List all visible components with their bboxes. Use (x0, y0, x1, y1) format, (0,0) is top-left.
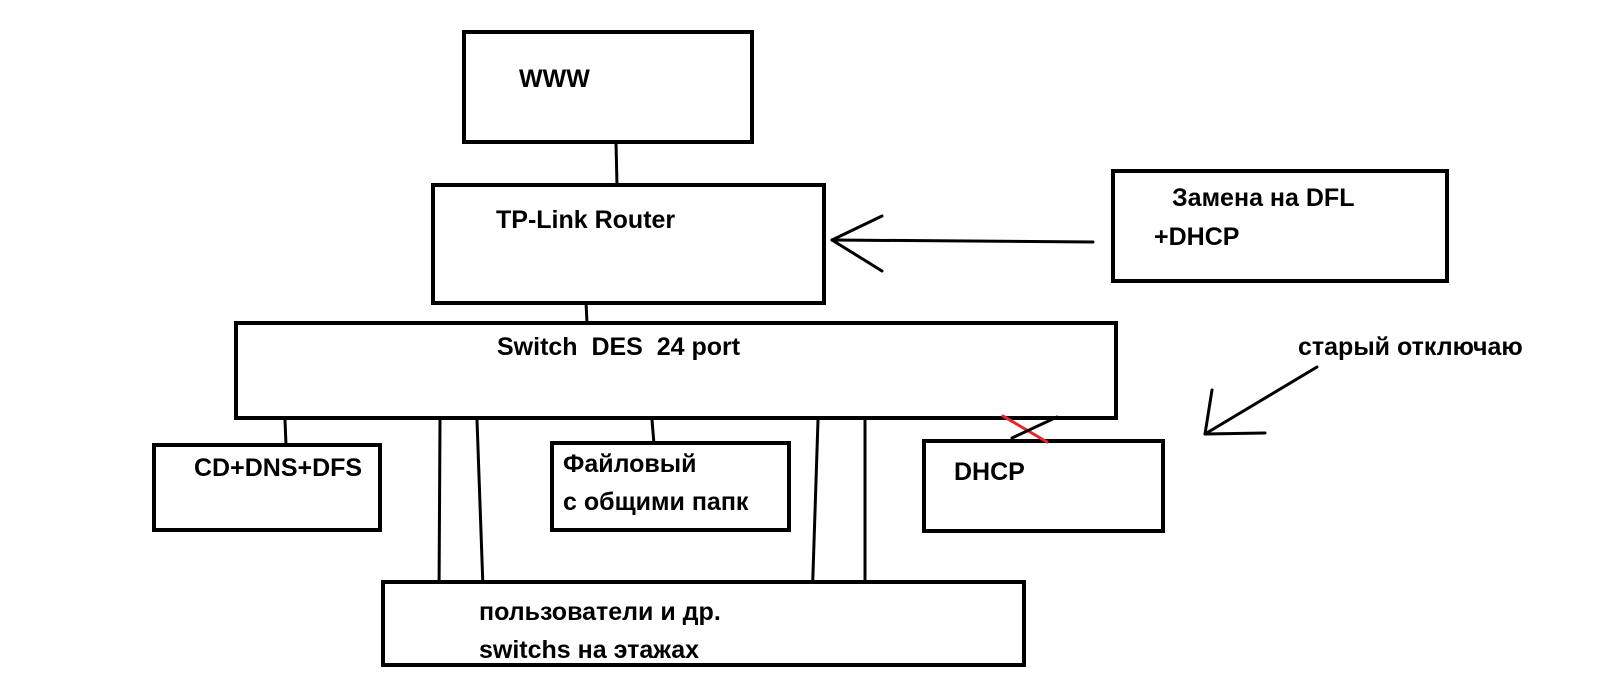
disconnect-cross-mark (1001, 414, 1059, 444)
connector-switch-cd (283, 418, 288, 447)
users-label-line2: switchs на этажах (479, 636, 699, 664)
connector-switch-file (650, 418, 656, 446)
boxes (152, 30, 1449, 667)
connector-switch-users-3 (810, 418, 820, 606)
replacement-note-box (1111, 169, 1449, 283)
cd-server-box (152, 443, 382, 532)
www-box (462, 30, 754, 144)
dhcp-server-label: DHCP (954, 458, 1025, 486)
cross-mark-black-stroke (1010, 415, 1059, 440)
file-server-label-line1: Файловый (563, 450, 697, 478)
arrows (830, 214, 1319, 436)
cross-mark-red-stroke (1001, 414, 1049, 444)
router-box (431, 183, 826, 305)
cd-server-label: CD+DNS+DFS (194, 454, 362, 482)
router-label: TP-Link Router (496, 206, 675, 234)
arrow-disable-to-dhcp (1203, 365, 1319, 436)
file-server-box (550, 441, 791, 532)
switch-label: Switch DES 24 port (497, 333, 741, 361)
disable-old-note: старый отключаю (1298, 333, 1523, 361)
www-label: WWW (519, 65, 590, 93)
connector-switch-users-1 (437, 418, 442, 600)
connector-switch-users-2 (475, 418, 485, 590)
replacement-note-line1: Замена на DFL (1172, 184, 1354, 212)
connector-www-router (614, 140, 619, 188)
dhcp-server-box (922, 439, 1165, 533)
users-label-line1: пользователи и др. (479, 598, 721, 626)
arrow-replacement-to-router (830, 214, 1095, 273)
switch-box (234, 321, 1118, 420)
users-box (381, 580, 1026, 667)
file-server-label-line2: с общими папк (563, 488, 749, 516)
connector-router-switch (584, 300, 589, 325)
replacement-note-line2: +DHCP (1154, 223, 1239, 251)
connectors (283, 140, 867, 606)
